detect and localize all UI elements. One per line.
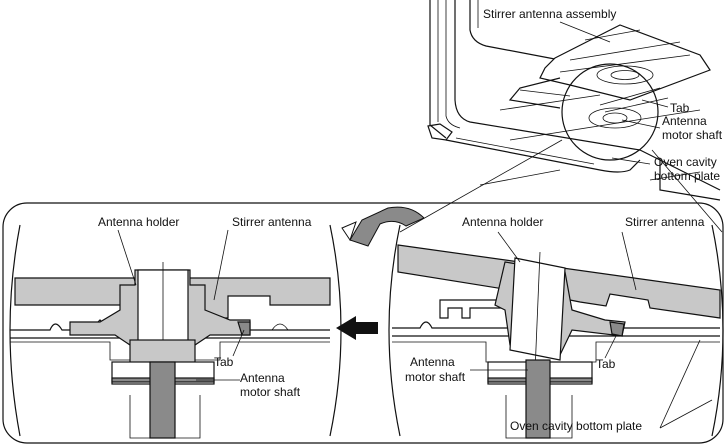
right-cross-section [388,224,724,439]
label-left-stirrer-antenna: Stirrer antenna [232,215,312,229]
label-tab-top: Tab [670,101,690,115]
label-left-tab: Tab [214,355,234,369]
left-cross-section [9,224,342,439]
label-right-bottom-plate: Oven cavity bottom plate [510,419,642,433]
label-stirrer-antenna-assembly: Stirrer antenna assembly [483,7,616,21]
label-right-stirrer-antenna: Stirrer antenna [625,215,705,229]
label-right-motor-shaft-1: Antenna [410,355,455,369]
label-right-motor-shaft-2: motor shaft [405,370,466,384]
label-motor-shaft-top-2: motor shaft [662,128,723,142]
label-motor-shaft-top-1: Antenna [662,114,707,128]
label-bottom-plate-top-1: Oven cavity [654,155,717,169]
label-bottom-plate-top-2: bottom plate [654,169,720,183]
arrow-left-icon [336,316,378,340]
label-right-tab: Tab [596,357,616,371]
rotate-arrow-icon [341,206,425,247]
label-left-motor-shaft-1: Antenna [240,371,285,385]
label-right-antenna-holder: Antenna holder [462,215,543,229]
oven-perspective-view [399,0,723,233]
label-left-motor-shaft-2: motor shaft [240,385,301,399]
label-left-antenna-holder: Antenna holder [98,215,179,229]
